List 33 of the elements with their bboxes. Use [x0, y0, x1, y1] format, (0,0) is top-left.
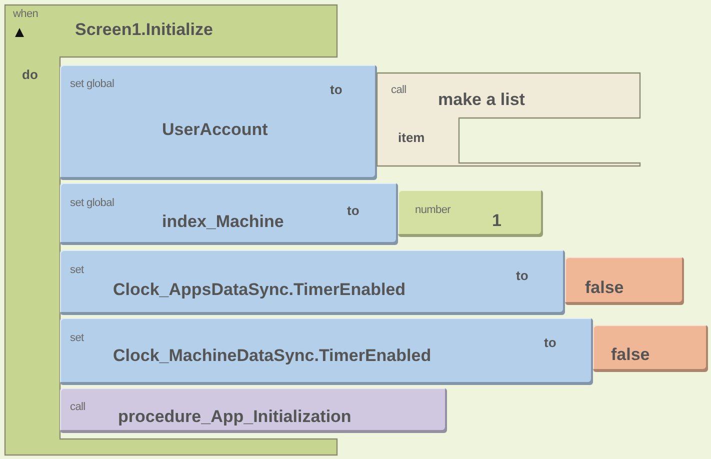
number-block	[398, 190, 543, 237]
function-name: make a list	[438, 90, 525, 110]
number-value: 1	[492, 211, 502, 231]
keyword-label: set global	[70, 197, 114, 209]
set-variable-block	[60, 183, 398, 245]
procedure-name: procedure_App_Initialization	[118, 407, 352, 427]
keyword-label: to	[347, 203, 360, 218]
keyword-label: item	[398, 130, 425, 145]
set-variable-block	[60, 65, 377, 180]
keyword-label: to	[544, 335, 556, 350]
event-name: Screen1.Initialize	[75, 20, 213, 40]
false-block	[565, 257, 684, 305]
make-list-block	[377, 73, 640, 166]
set-property-block	[60, 250, 565, 315]
boolean-value: false	[585, 278, 624, 298]
property-name: Clock_AppsDataSync.TimerEnabled	[113, 280, 406, 300]
keyword-label: set	[70, 332, 84, 344]
set-property-block	[60, 318, 593, 385]
keyword-label: to	[330, 82, 342, 97]
keyword-label: set global	[70, 78, 114, 90]
keyword-label: when	[13, 8, 38, 20]
procedure-call-block	[60, 388, 447, 433]
keyword-label: set	[70, 264, 84, 276]
boolean-value: false	[611, 345, 650, 365]
keyword-label: to	[516, 268, 528, 283]
property-name: Clock_MachineDataSync.TimerEnabled	[113, 346, 432, 366]
false-block	[593, 325, 708, 372]
keyword-label: do	[22, 67, 38, 82]
variable-name: UserAccount	[162, 120, 268, 140]
keyword-label: number	[415, 204, 450, 216]
keyword-label: call	[70, 401, 86, 413]
variable-name: index_Machine	[162, 212, 284, 232]
keyword-label: call	[391, 84, 406, 96]
